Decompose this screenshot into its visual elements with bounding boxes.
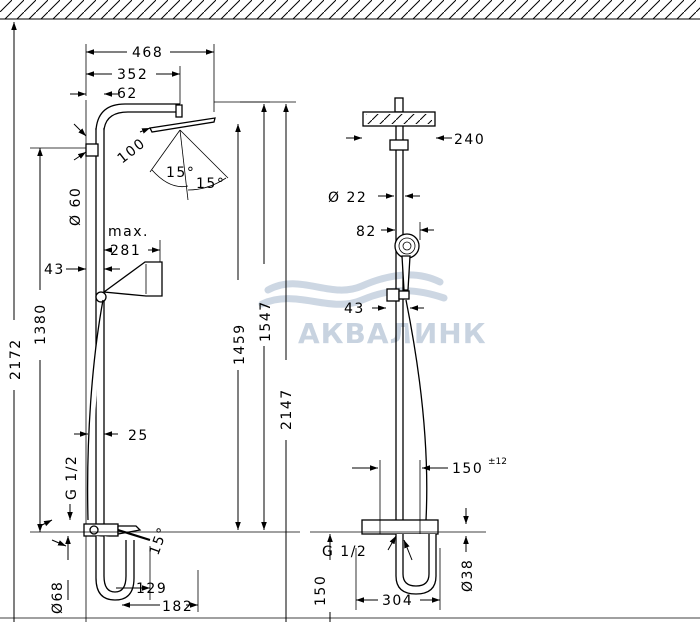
dim-150-tol: 150	[452, 461, 483, 477]
dim-43-left: 43	[44, 262, 65, 278]
label-max: max.	[108, 224, 149, 240]
dim-62: 62	[117, 86, 138, 102]
dim-25: 25	[128, 428, 149, 444]
angle-15-b: 15°	[196, 176, 225, 192]
watermark-logo: АКВАЛИНК	[258, 271, 487, 350]
dim-100: 100	[115, 135, 149, 167]
dim-150-tolerance: ±12	[488, 457, 507, 467]
dim-304: 304	[382, 593, 413, 609]
dim-240: 240	[454, 132, 485, 148]
dim-182: 182	[162, 599, 193, 615]
angle-15-spout: 15°	[147, 524, 172, 557]
dim-d38: Ø38	[460, 559, 476, 592]
ceiling-hatch	[0, 0, 700, 20]
dim-d22: Ø 22	[328, 190, 367, 206]
dim-281: 281	[110, 243, 141, 259]
dim-d60: Ø 60	[68, 187, 84, 226]
watermark-text: АКВАЛИНК	[298, 317, 487, 350]
dim-2147: 2147	[279, 388, 295, 430]
dim-82: 82	[356, 224, 377, 240]
dim-43-right: 43	[344, 301, 365, 317]
dim-129: 129	[136, 581, 167, 597]
dim-1547: 1547	[258, 300, 274, 342]
thread-g12-left: G 1/2	[64, 455, 80, 500]
dim-1380: 1380	[33, 303, 49, 345]
angle-15-a: 15°	[166, 165, 195, 181]
right-view: 240 Ø 22 82 43 150 ±12 G 1/2 Ø38 150	[310, 97, 507, 622]
dim-2172: 2172	[8, 338, 24, 380]
dim-352: 352	[117, 67, 148, 83]
dim-1459: 1459	[232, 323, 248, 365]
left-view: 468 352 62 100 15° 15° Ø 60 max. 281 43	[8, 22, 300, 622]
dim-468: 468	[132, 45, 163, 61]
dim-150-vertical: 150	[313, 575, 329, 606]
thread-g12-right: G 1/2	[322, 544, 367, 560]
dim-d68: Ø68	[50, 581, 66, 614]
